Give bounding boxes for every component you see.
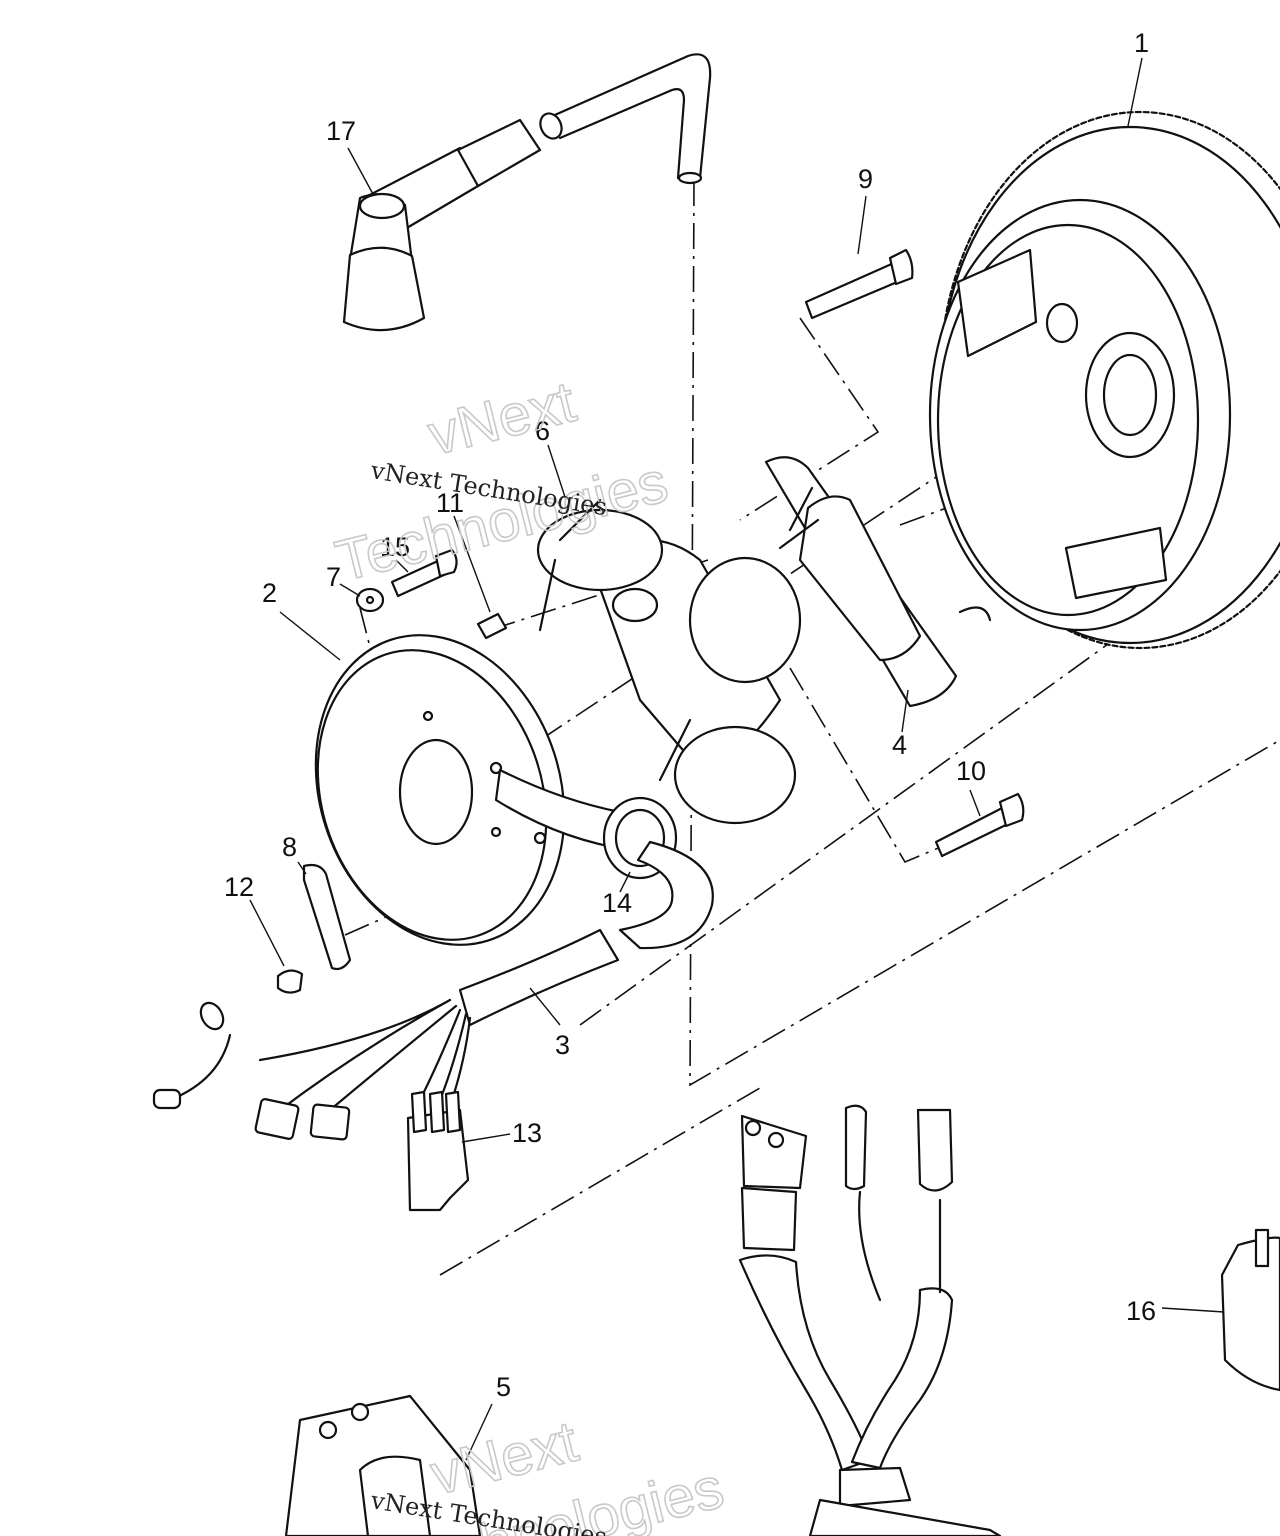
callout-9: 9	[858, 164, 873, 194]
leader-lines	[249, 57, 1225, 1461]
callout-10: 10	[956, 756, 986, 786]
callout-6: 6	[535, 416, 550, 446]
connector-13	[406, 1090, 470, 1212]
flywheel	[928, 110, 1280, 650]
callout-numbers: 1 2 3 4 5 6 7 8 9 10 11 12 13 14 15 16 1…	[224, 28, 1156, 1402]
callout-1: 1	[1134, 28, 1149, 58]
screw-15	[390, 548, 458, 598]
callout-16: 16	[1126, 1296, 1156, 1326]
callout-12: 12	[224, 872, 254, 902]
callout-4: 4	[892, 730, 907, 760]
callout-8: 8	[282, 832, 297, 862]
unit-16	[1220, 1228, 1280, 1392]
screw-12	[276, 969, 304, 994]
stator-plate	[314, 634, 566, 946]
callout-11: 11	[436, 488, 464, 518]
clamp-8	[302, 863, 352, 971]
callout-2: 2	[262, 578, 277, 608]
callout-3: 3	[555, 1030, 570, 1060]
callout-17: 17	[326, 116, 356, 146]
callout-5: 5	[496, 1372, 511, 1402]
callout-15: 15	[380, 532, 410, 562]
rectifier-5	[284, 1394, 482, 1536]
ignition-coil	[764, 456, 992, 708]
lower-lead-assembly	[738, 1104, 1002, 1536]
stator-coils	[536, 498, 802, 825]
spark-plug-cap	[342, 53, 712, 332]
bolt-10	[934, 792, 1025, 858]
washer-7	[355, 587, 385, 613]
wiring-harness	[152, 840, 714, 1141]
callout-13: 13	[512, 1118, 542, 1148]
callout-7: 7	[326, 562, 341, 592]
watermark-line1: vNext	[422, 369, 582, 468]
callout-14: 14	[602, 888, 632, 918]
bolt-9	[804, 248, 914, 320]
screw-11	[476, 612, 508, 640]
